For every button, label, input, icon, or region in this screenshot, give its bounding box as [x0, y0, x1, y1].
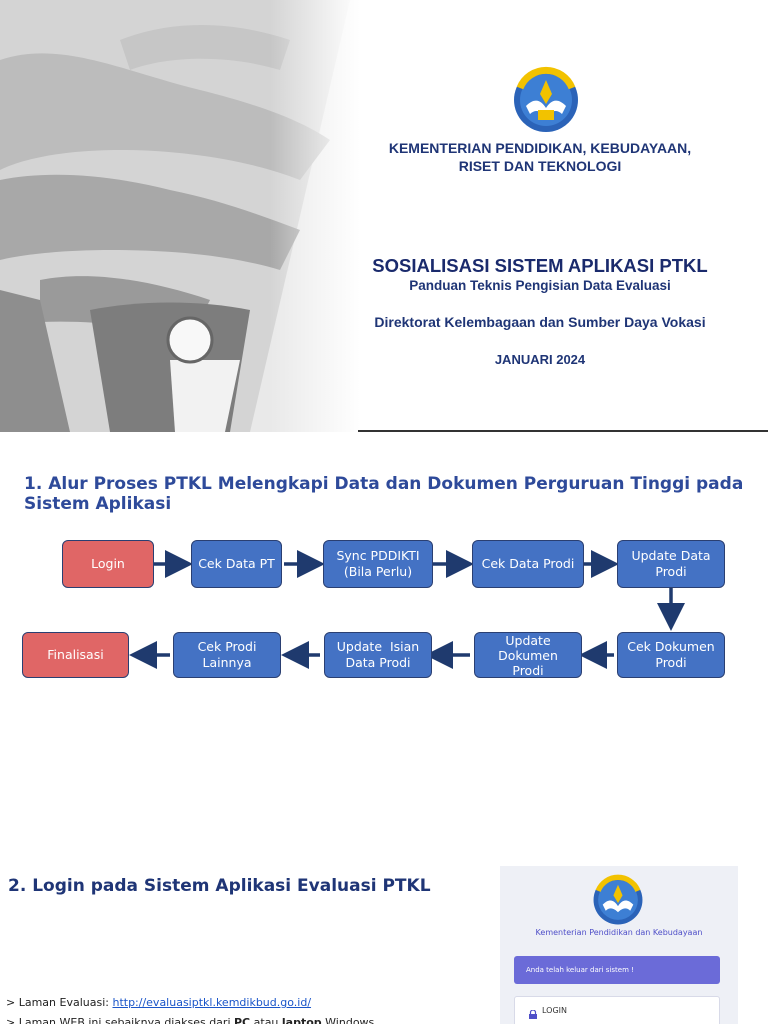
access-note-pc: PC	[234, 1016, 251, 1024]
step-update-data-label-1: Update Data	[631, 547, 711, 563]
login-label: LOGIN	[542, 1006, 568, 1015]
step-login: Login	[62, 540, 154, 588]
login-card: LOGIN	[514, 996, 720, 1024]
access-note-part-2: atau	[250, 1016, 282, 1024]
step-update-dok-label-1: Update	[505, 632, 551, 648]
title-underline	[358, 430, 768, 432]
flow-section-title: 1. Alur Proses PTKL Melengkapi Data dan …	[24, 474, 744, 514]
access-note-part-3: Windows	[321, 1016, 375, 1024]
step-cek-data-pt-label: Cek Data PT	[198, 555, 275, 571]
step-finalisasi: Finalisasi	[22, 632, 129, 678]
step-update-data-prodi: Update Data Prodi	[617, 540, 725, 588]
bullet-evaluation-url-prefix: > Laman Evaluasi:	[6, 996, 113, 1009]
step-cek-prodi-lainnya: Cek Prodi Lainnya	[173, 632, 281, 678]
ministry-logo	[593, 874, 643, 925]
step-cek-dok-label-1: Cek Dokumen	[627, 638, 715, 654]
ministry-line-1: KEMENTERIAN PENDIDIKAN, KEBUDAYAAN,	[388, 140, 692, 156]
step-update-dok-label-2: Dokumen	[498, 647, 558, 663]
lock-icon	[529, 1006, 537, 1019]
step-cek-prodi-label-1: Cek Prodi	[197, 638, 257, 654]
step-update-isian-label-2: Data Prodi	[345, 655, 411, 670]
step-finalisasi-label: Finalisasi	[47, 646, 104, 662]
step-cek-dokumen-prodi: Cek Dokumen Prodi	[617, 632, 725, 678]
step-cek-prodi-label-2: Lainnya	[202, 655, 252, 670]
step-update-isian-data-prodi: Update Isian Data Prodi	[324, 632, 432, 678]
flow-arrows	[129, 550, 685, 669]
presentation-date: JANUARI 2024	[494, 352, 586, 367]
hands-photo	[0, 0, 360, 432]
login-section-title: 2. Login pada Sistem Aplikasi Evaluasi P…	[8, 876, 431, 896]
step-sync-label-2: (Bila Perlu)	[343, 564, 413, 579]
step-sync-label-1: Sync PDDIKTI	[336, 547, 420, 563]
step-update-data-label-2: Prodi	[655, 564, 687, 579]
flow-slide: 1. Alur Proses PTKL Melengkapi Data dan …	[0, 436, 768, 836]
directorate-name: Direktorat Kelembagaan dan Sumber Daya V…	[374, 314, 706, 330]
access-note-laptop: laptop	[281, 1016, 322, 1024]
presentation-subtitle: Panduan Teknis Pengisian Data Evaluasi	[409, 278, 671, 293]
login-slide: 2. Login pada Sistem Aplikasi Evaluasi P…	[0, 838, 768, 1024]
tut-wuri-handayani-logo	[514, 66, 578, 132]
step-cek-dok-label-2: Prodi	[655, 655, 687, 670]
step-cek-data-prodi: Cek Data Prodi	[472, 540, 584, 588]
login-screenshot-panel: Kementerian Pendidikan dan Kebudayaan An…	[500, 866, 738, 1024]
bullet-access-note: > Laman WEB ini sebaiknya diakses dari P…	[6, 1016, 374, 1024]
step-update-isian-label-1: Update Isian	[336, 638, 420, 654]
step-sync-pddikti: Sync PDDIKTI (Bila Perlu)	[323, 540, 433, 588]
step-update-dokumen-prodi: Update Dokumen Prodi	[474, 632, 582, 678]
step-update-dok-label-3: Prodi	[512, 662, 544, 678]
ministry-line-2: RISET DAN TEKNOLOGI	[458, 158, 622, 174]
access-note-part-1: > Laman WEB ini sebaiknya diakses dari	[6, 1016, 234, 1024]
evaluation-url-link[interactable]: http://evaluasiptkl.kemdikbud.go.id/	[112, 996, 312, 1009]
logout-alert: Anda telah keluar dari sistem !	[514, 956, 720, 984]
step-login-label: Login	[91, 555, 125, 571]
presentation-title: SOSIALISASI SISTEM APLIKASI PTKL	[372, 255, 708, 276]
cover-slide: KEMENTERIAN PENDIDIKAN, KEBUDAYAAN, RISE…	[0, 0, 768, 432]
bullet-evaluation-url: > Laman Evaluasi: http://evaluasiptkl.ke…	[6, 996, 311, 1009]
panel-ministry-name: Kementerian Pendidikan dan Kebudayaan	[535, 928, 703, 937]
step-cek-data-prodi-label: Cek Data Prodi	[481, 555, 575, 571]
step-cek-data-pt: Cek Data PT	[191, 540, 282, 588]
